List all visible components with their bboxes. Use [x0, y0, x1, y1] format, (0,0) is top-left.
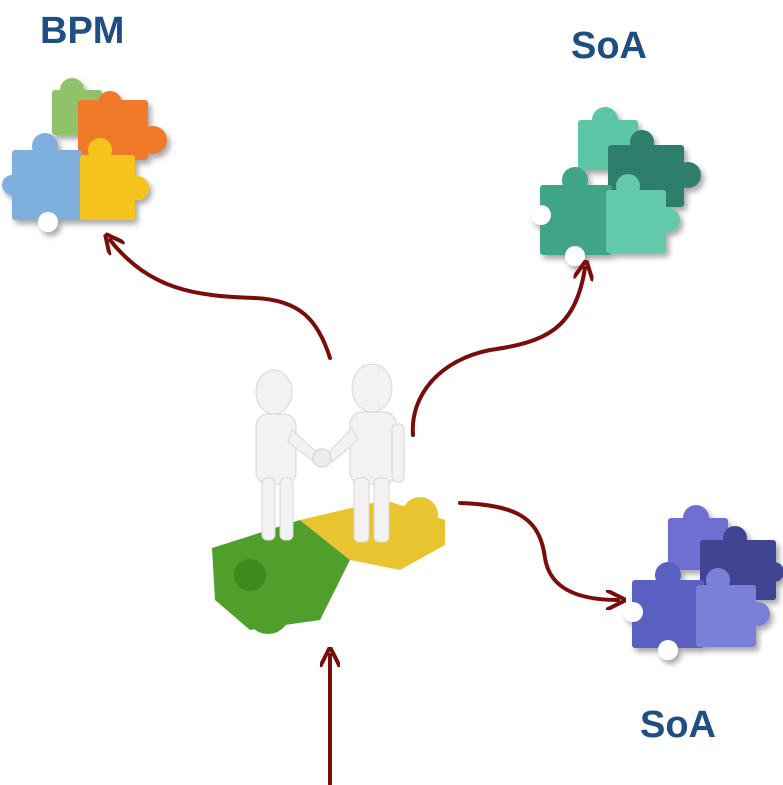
bpm-label: BPM [40, 10, 125, 52]
bpm-puzzle-icon [2, 78, 167, 232]
soa-bottom-label: SoA [640, 704, 716, 746]
arrows [110, 240, 618, 785]
arrow-to-bpm [110, 240, 332, 360]
arrow-to-soa-bottom [458, 501, 618, 600]
handshake-illustration [200, 362, 460, 647]
soa-top-puzzle-icon [531, 107, 701, 266]
arrow-to-soa-top [410, 268, 585, 437]
soa-top-label: SoA [571, 25, 647, 67]
soa-bottom-puzzle-icon [623, 505, 783, 660]
